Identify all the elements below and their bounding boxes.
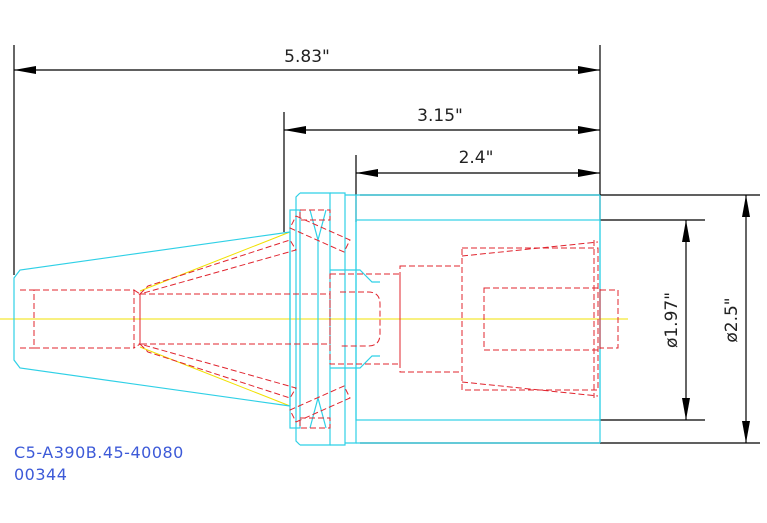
construction-line-lower	[139, 346, 291, 407]
inner-diameter-label: ø1.97"	[662, 292, 682, 348]
dimension-overall-length: 5.83"	[13, 45, 601, 275]
body-length-label: 2.4"	[459, 148, 494, 168]
construction-line-upper	[139, 231, 291, 292]
dimension-flange-to-end: 3.15"	[283, 106, 600, 232]
dimension-inner-diameter: ø1.97"	[600, 219, 705, 421]
hidden-features	[20, 209, 619, 429]
flange-to-end-label: 3.15"	[417, 106, 463, 126]
part-number-label: C5-A390B.45-40080	[14, 443, 184, 462]
outer-diameter-label: ø2.5"	[722, 297, 742, 342]
serial-number-label: 00344	[14, 465, 67, 484]
overall-length-label: 5.83"	[284, 47, 330, 67]
dimension-body-length: 2.4"	[355, 148, 600, 222]
